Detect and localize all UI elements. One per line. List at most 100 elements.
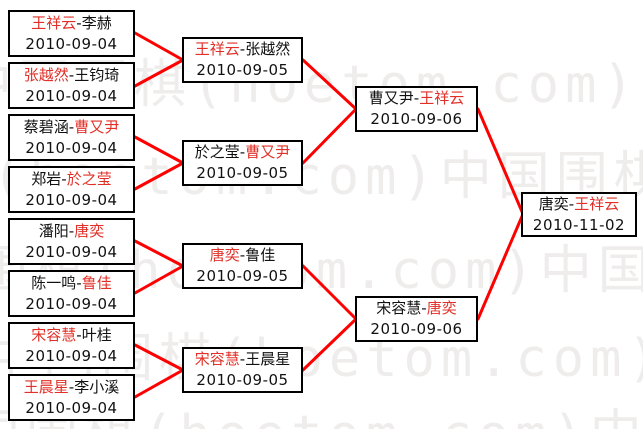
match-date: 2010-09-04 <box>25 34 118 53</box>
match-players: 潘阳-唐奕 <box>39 221 104 242</box>
match-date: 2010-09-04 <box>25 190 118 209</box>
match-players: 王祥云-李赫 <box>31 13 111 34</box>
connector-line <box>133 239 185 268</box>
separator: - <box>68 65 75 84</box>
match-date: 2010-09-05 <box>196 61 289 79</box>
match-players: 宋容慧-叶桂 <box>31 325 111 346</box>
match-box-r1-7: 宋容慧-叶桂 2010-09-04 <box>8 322 135 369</box>
connector-line <box>133 58 185 88</box>
player-name-winner: 唐奕 <box>209 246 240 264</box>
match-date: 2010-09-05 <box>196 164 289 182</box>
player-name: 李赫 <box>81 13 112 32</box>
match-box-r1-4: 郑岩-於之莹 2010-09-04 <box>8 166 135 213</box>
player-name: 张越然 <box>245 40 291 58</box>
separator: - <box>68 221 75 240</box>
connector-line <box>133 343 185 372</box>
separator: - <box>239 143 246 161</box>
connector-line <box>301 317 358 372</box>
player-name: 叶桂 <box>81 325 112 344</box>
connector-line <box>133 161 185 191</box>
player-name-winner: 王祥云 <box>419 89 465 107</box>
player-name-winner: 张越然 <box>23 65 69 84</box>
match-box-r1-1: 王祥云-李赫 2010-09-04 <box>8 10 135 57</box>
match-box-r2-2: 於之莹-曹又尹 2010-09-05 <box>182 140 303 186</box>
match-players: 宋容慧-唐奕 <box>376 298 456 319</box>
match-players: 於之莹-曹又尹 <box>195 142 290 163</box>
connector-line <box>133 135 185 165</box>
match-date: 2010-11-02 <box>532 215 626 234</box>
separator: - <box>421 299 427 317</box>
match-date: 2010-09-06 <box>370 110 463 128</box>
watermark-text: 中国围棋(hoetom.com) <box>539 241 643 301</box>
separator: - <box>239 40 246 58</box>
player-name: 郑岩 <box>31 169 62 188</box>
separator: - <box>68 117 75 136</box>
player-name: 鲁佳 <box>245 246 276 264</box>
match-date: 2010-09-06 <box>370 320 463 338</box>
separator: - <box>68 377 75 396</box>
match-box-r1-6: 陈一鸣-鲁佳 2010-09-04 <box>8 270 135 317</box>
match-players: 张越然-王钧琦 <box>24 65 119 86</box>
separator: - <box>413 89 420 107</box>
player-name-winner: 鲁佳 <box>81 273 112 292</box>
match-box-sf-2: 宋容慧-唐奕 2010-09-06 <box>355 296 478 342</box>
match-box-sf-1: 曹又尹-王祥云 2010-09-06 <box>355 86 478 132</box>
match-date: 2010-09-04 <box>25 398 118 417</box>
player-name-winner: 王祥云 <box>574 194 620 213</box>
player-name: 王钧琦 <box>74 65 120 84</box>
separator: - <box>239 246 246 264</box>
match-players: 郑岩-於之莹 <box>31 169 111 190</box>
player-name: 蔡碧涵 <box>23 117 69 136</box>
player-name-winner: 王祥云 <box>194 40 240 58</box>
player-name-winner: 王祥云 <box>31 13 77 32</box>
match-box-r2-1: 王祥云-张越然 2010-09-05 <box>182 37 303 83</box>
connector-line <box>301 264 358 321</box>
connector-line <box>133 368 185 399</box>
match-players: 陈一鸣-鲁佳 <box>31 273 111 294</box>
match-box-r1-3: 蔡碧涵-曹又尹 2010-09-04 <box>8 114 135 161</box>
separator: - <box>76 273 82 292</box>
match-date: 2010-09-04 <box>25 294 118 313</box>
separator: - <box>61 169 67 188</box>
match-date: 2010-09-04 <box>25 138 118 157</box>
match-date: 2010-09-05 <box>196 371 289 389</box>
match-date: 2010-09-04 <box>25 242 118 261</box>
connector-line <box>301 58 358 111</box>
match-date: 2010-09-04 <box>25 346 118 365</box>
player-name: 李小溪 <box>74 377 120 396</box>
connector-line <box>476 107 525 216</box>
match-box-r1-8: 王晨星-李小溪 2010-09-04 <box>8 374 135 421</box>
match-box-r2-3: 唐奕-鲁佳 2010-09-05 <box>182 243 303 289</box>
watermark-text: 中国围棋(hoetom.com) <box>640 55 643 115</box>
player-name: 唐奕 <box>538 194 569 213</box>
player-name-winner: 於之莹 <box>66 169 112 188</box>
match-date: 2010-09-05 <box>196 267 289 285</box>
match-players: 王祥云-张越然 <box>195 39 290 60</box>
player-name-winner: 宋容慧 <box>31 325 77 344</box>
player-name-winner: 王晨星 <box>23 377 69 396</box>
player-name: 曹又尹 <box>368 89 414 107</box>
connector-line <box>133 31 185 62</box>
player-name: 於之莹 <box>194 143 240 161</box>
match-date: 2010-09-04 <box>25 86 118 105</box>
connector-line <box>301 107 358 165</box>
match-players: 王晨星-李小溪 <box>24 377 119 398</box>
connector-line <box>476 212 525 321</box>
separator: - <box>76 13 82 32</box>
match-players: 唐奕-王祥云 <box>539 194 619 215</box>
player-name: 潘阳 <box>38 221 69 240</box>
player-name-winner: 唐奕 <box>74 221 105 240</box>
match-players: 蔡碧涵-曹又尹 <box>24 117 119 138</box>
match-box-final: 唐奕-王祥云 2010-11-02 <box>521 192 637 237</box>
player-name-winner: 宋容慧 <box>194 350 240 368</box>
watermark-text: 中国围棋(hoetom.com) <box>590 405 643 429</box>
player-name: 王晨星 <box>245 350 291 368</box>
separator: - <box>76 325 82 344</box>
match-box-r1-2: 张越然-王钧琦 2010-09-04 <box>8 62 135 109</box>
match-players: 宋容慧-王晨星 <box>195 349 290 370</box>
player-name-winner: 曹又尹 <box>74 117 120 136</box>
match-box-r2-4: 宋容慧-王晨星 2010-09-05 <box>182 347 303 393</box>
player-name-winner: 曹又尹 <box>245 143 291 161</box>
